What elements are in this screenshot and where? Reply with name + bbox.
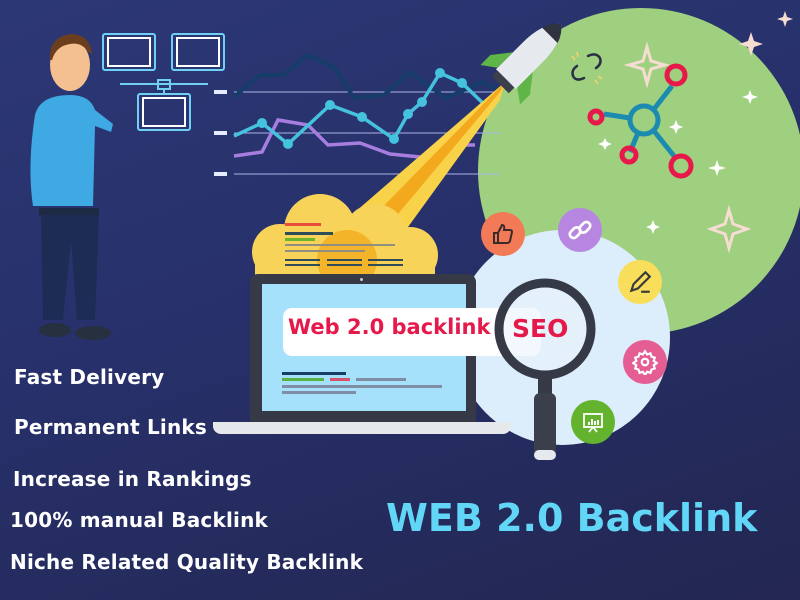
dark-navy-line: [232, 52, 500, 101]
link-icon: [568, 220, 592, 240]
computer-network-icon: [102, 33, 225, 131]
rocket-icon: [480, 23, 562, 105]
badge-pencil: [618, 260, 662, 304]
gear-icon: [632, 349, 658, 375]
pencil-icon: [629, 270, 652, 293]
laptop-base: [213, 422, 511, 434]
badge-presentation: [571, 400, 615, 444]
network-hub-icon: [587, 63, 694, 179]
laptop-camera: [360, 278, 363, 281]
headline: WEB 2.0 Backlink: [386, 496, 758, 540]
feature-permanent-links: Permanent Links: [14, 415, 208, 439]
feature-fast-delivery: Fast Delivery: [14, 365, 165, 389]
broken-link-icon: [571, 51, 603, 85]
search-bar-text: Web 2.0 backlink: [288, 315, 491, 339]
magnifier-icon: [494, 278, 596, 460]
presentation-chart-icon: [583, 413, 603, 433]
badge-gear: [623, 340, 667, 384]
badge-thumbs-up: [481, 212, 525, 256]
feature-niche-quality: Niche Related Quality Backlink: [10, 550, 364, 574]
screen-content-lines: [282, 372, 442, 394]
feature-manual-backlink: 100% manual Backlink: [10, 508, 269, 532]
feature-increase-rankings: Increase in Rankings: [13, 467, 252, 491]
seo-label: SEO: [512, 314, 569, 343]
badge-link: [558, 208, 602, 252]
cloud: [252, 194, 438, 285]
man-pointing: [30, 34, 113, 340]
thumbs-up-icon: [493, 223, 514, 244]
